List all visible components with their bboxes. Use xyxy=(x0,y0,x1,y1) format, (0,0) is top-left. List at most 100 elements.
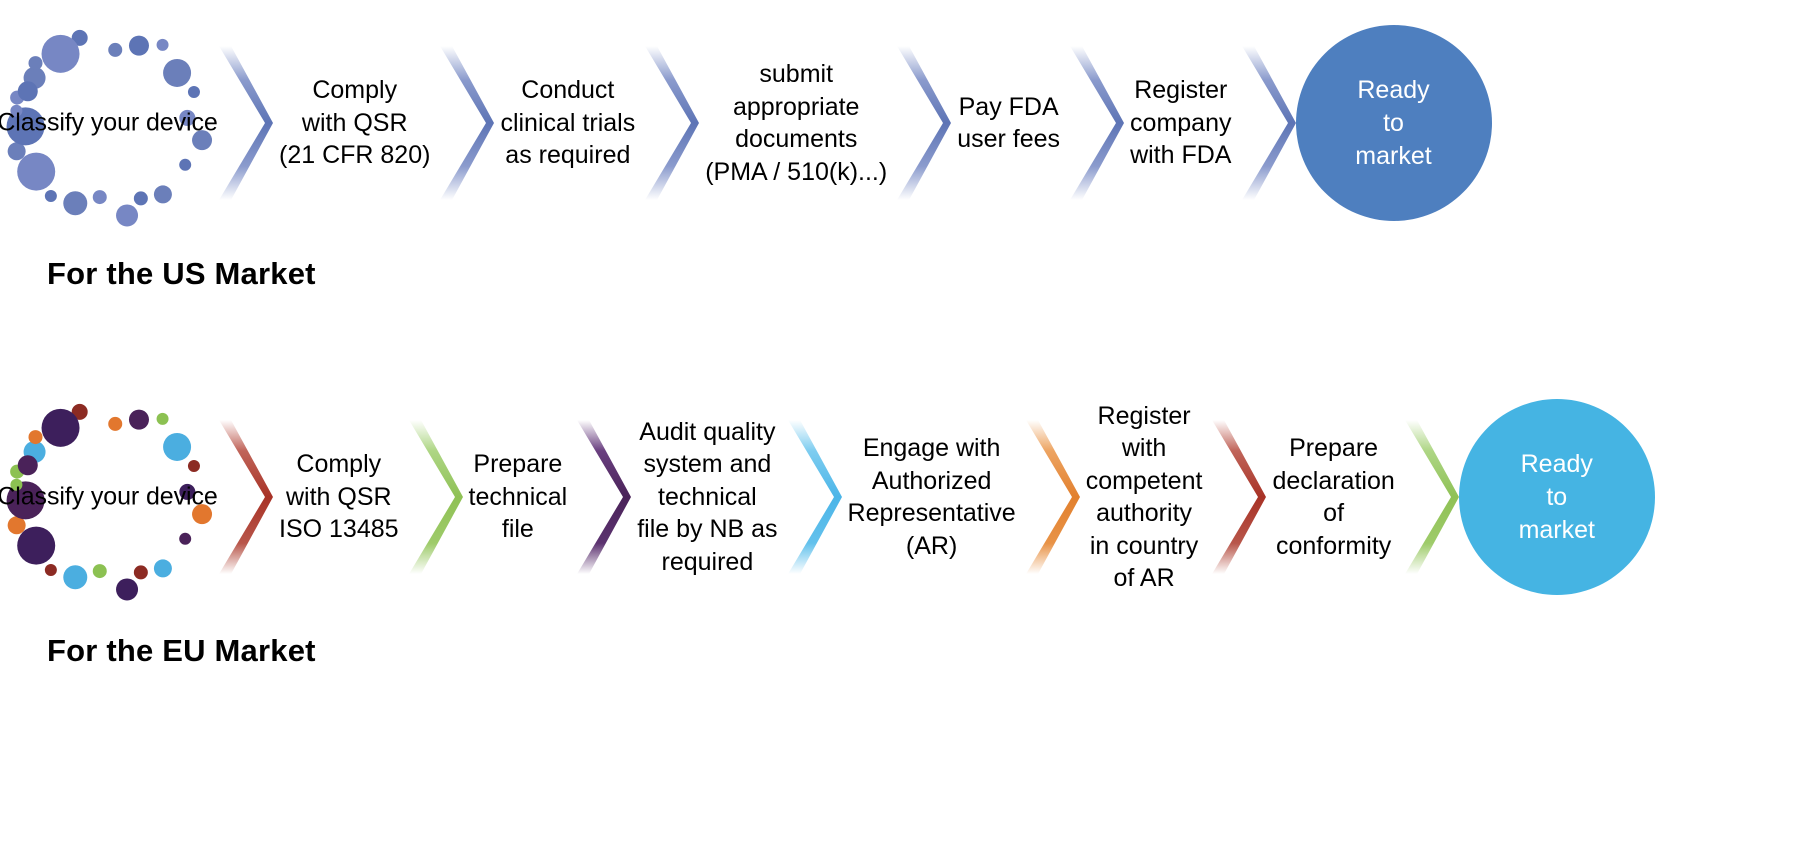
ring-dot xyxy=(128,409,149,430)
chevron-arrow-us-2 xyxy=(436,44,495,202)
step-line: Engage with xyxy=(862,434,1001,462)
ring-dot xyxy=(10,104,23,117)
step-line: required xyxy=(661,547,754,576)
ring-dot xyxy=(116,577,139,600)
chevron-arrow-us-5 xyxy=(1066,44,1125,202)
ring-dot xyxy=(163,432,192,461)
step-line: Authorized xyxy=(871,466,992,495)
ring-dot xyxy=(108,416,123,431)
eu-market-label: For the EU Market xyxy=(47,633,316,668)
step-line: competent xyxy=(1085,466,1203,495)
ring-dot xyxy=(179,532,192,545)
step-line: with QSR xyxy=(285,482,392,511)
us-market-flow-row: Classify your device Comply with QSR xyxy=(0,8,1812,238)
ring-dot xyxy=(116,203,139,226)
chevron-arrow-us-1 xyxy=(215,44,273,202)
ready-to-market-circle-eu: Ready to market xyxy=(1458,399,1655,595)
ring-dot xyxy=(10,478,23,491)
ring-dot xyxy=(187,85,200,98)
ring-dot xyxy=(17,80,38,101)
step-line: Prepare xyxy=(473,450,563,479)
ring-dot xyxy=(41,34,80,73)
eu-step-2: Prepare technical file xyxy=(463,448,574,546)
ring-dot xyxy=(28,429,43,444)
us-market-label: For the US Market xyxy=(47,256,316,291)
eu-step-6: Prepare declaration of conformity xyxy=(1266,432,1400,562)
step-line: Register xyxy=(1134,76,1228,105)
step-line: Register xyxy=(1097,401,1191,430)
end-circle-line: to xyxy=(1546,482,1568,511)
step-line: of xyxy=(1323,499,1345,527)
ring-dot xyxy=(41,408,80,447)
ring-dot xyxy=(6,106,45,145)
step-line: Pay FDA xyxy=(958,92,1059,121)
ready-to-market-circle-us: Ready to market xyxy=(1295,25,1492,221)
step-line: Comply xyxy=(312,76,398,105)
ring-dot xyxy=(133,190,148,205)
step-line: Prepare xyxy=(1289,434,1379,462)
ring-dot xyxy=(28,55,43,70)
chevron-arrow-eu-4 xyxy=(784,418,842,576)
ring-dot xyxy=(17,152,56,191)
ring-dot xyxy=(153,184,172,203)
step-line: in country xyxy=(1089,531,1199,560)
ring-dot xyxy=(92,189,107,204)
chevron-arrow-eu-2 xyxy=(405,418,463,576)
step-line: Representative xyxy=(847,499,1016,527)
eu-market-flow-row: Classify your device xyxy=(0,382,1812,612)
end-circle-line: market xyxy=(1355,141,1432,170)
ring-dot xyxy=(7,141,26,160)
ring-dot xyxy=(17,454,38,475)
step-line: (AR) xyxy=(905,531,958,560)
ring-dot xyxy=(128,35,149,56)
us-step-2: Conduct clinical trials as required xyxy=(494,74,641,172)
eu-step-1: Comply with QSR ISO 13485 xyxy=(273,448,405,546)
us-step-3: submit appropriate documents (PMA / 510(… xyxy=(699,58,893,188)
ring-dot xyxy=(163,58,192,87)
ring-dot xyxy=(108,42,123,57)
chevron-arrow-eu-6 xyxy=(1208,418,1267,576)
step-line: conformity xyxy=(1275,531,1392,560)
dotted-circle-icon-us xyxy=(6,29,213,226)
icon-caption-eu: Classify your device xyxy=(0,482,218,511)
step-line: system and xyxy=(643,450,772,479)
dotted-circle-icon-eu xyxy=(6,403,213,600)
us-step-4: Pay FDA user fees xyxy=(951,91,1066,156)
chevron-arrow-us-4 xyxy=(893,44,952,202)
step-line: of AR xyxy=(1113,564,1175,592)
step-line: technical xyxy=(468,482,568,511)
step-line: technical xyxy=(658,482,757,511)
ring-dot xyxy=(179,158,192,171)
end-circle-line: market xyxy=(1518,515,1595,544)
ring-dot xyxy=(179,483,196,500)
end-circle-line: Ready xyxy=(1357,75,1430,104)
ring-dot xyxy=(44,189,57,202)
step-line: (PMA / 510(k)...) xyxy=(705,157,888,186)
step-line: documents xyxy=(735,125,858,153)
chevron-arrow-eu-3 xyxy=(573,418,632,576)
ring-dot xyxy=(192,503,213,524)
chevron-arrow-eu-1 xyxy=(215,418,273,576)
classify-device-icon-us: Classify your device xyxy=(0,16,218,231)
step-line: file xyxy=(501,515,534,544)
step-line: user fees xyxy=(957,125,1061,153)
step-line: Comply xyxy=(296,450,382,479)
step-line: with QSR xyxy=(301,108,408,137)
ring-dot xyxy=(63,564,88,589)
step-line: ISO 13485 xyxy=(279,515,399,544)
ring-dot xyxy=(7,515,26,534)
step-line: with FDA xyxy=(1130,141,1232,170)
us-step-1: Comply with QSR (21 CFR 820) xyxy=(273,74,436,172)
ring-dot xyxy=(71,403,88,420)
icon-caption-us: Classify your device xyxy=(0,108,218,137)
end-circle-line: Ready xyxy=(1520,449,1593,478)
ring-dot xyxy=(156,412,169,425)
step-line: authority xyxy=(1096,499,1193,527)
step-line: appropriate xyxy=(732,92,860,121)
step-line: as required xyxy=(505,141,631,170)
step-line: file by NB as xyxy=(637,515,778,544)
chevron-arrow-us-3 xyxy=(641,44,700,202)
us-step-5: Register company with FDA xyxy=(1124,74,1237,172)
eu-step-4: Engage with Authorized Representative (A… xyxy=(842,432,1022,562)
ring-dot xyxy=(153,558,172,577)
